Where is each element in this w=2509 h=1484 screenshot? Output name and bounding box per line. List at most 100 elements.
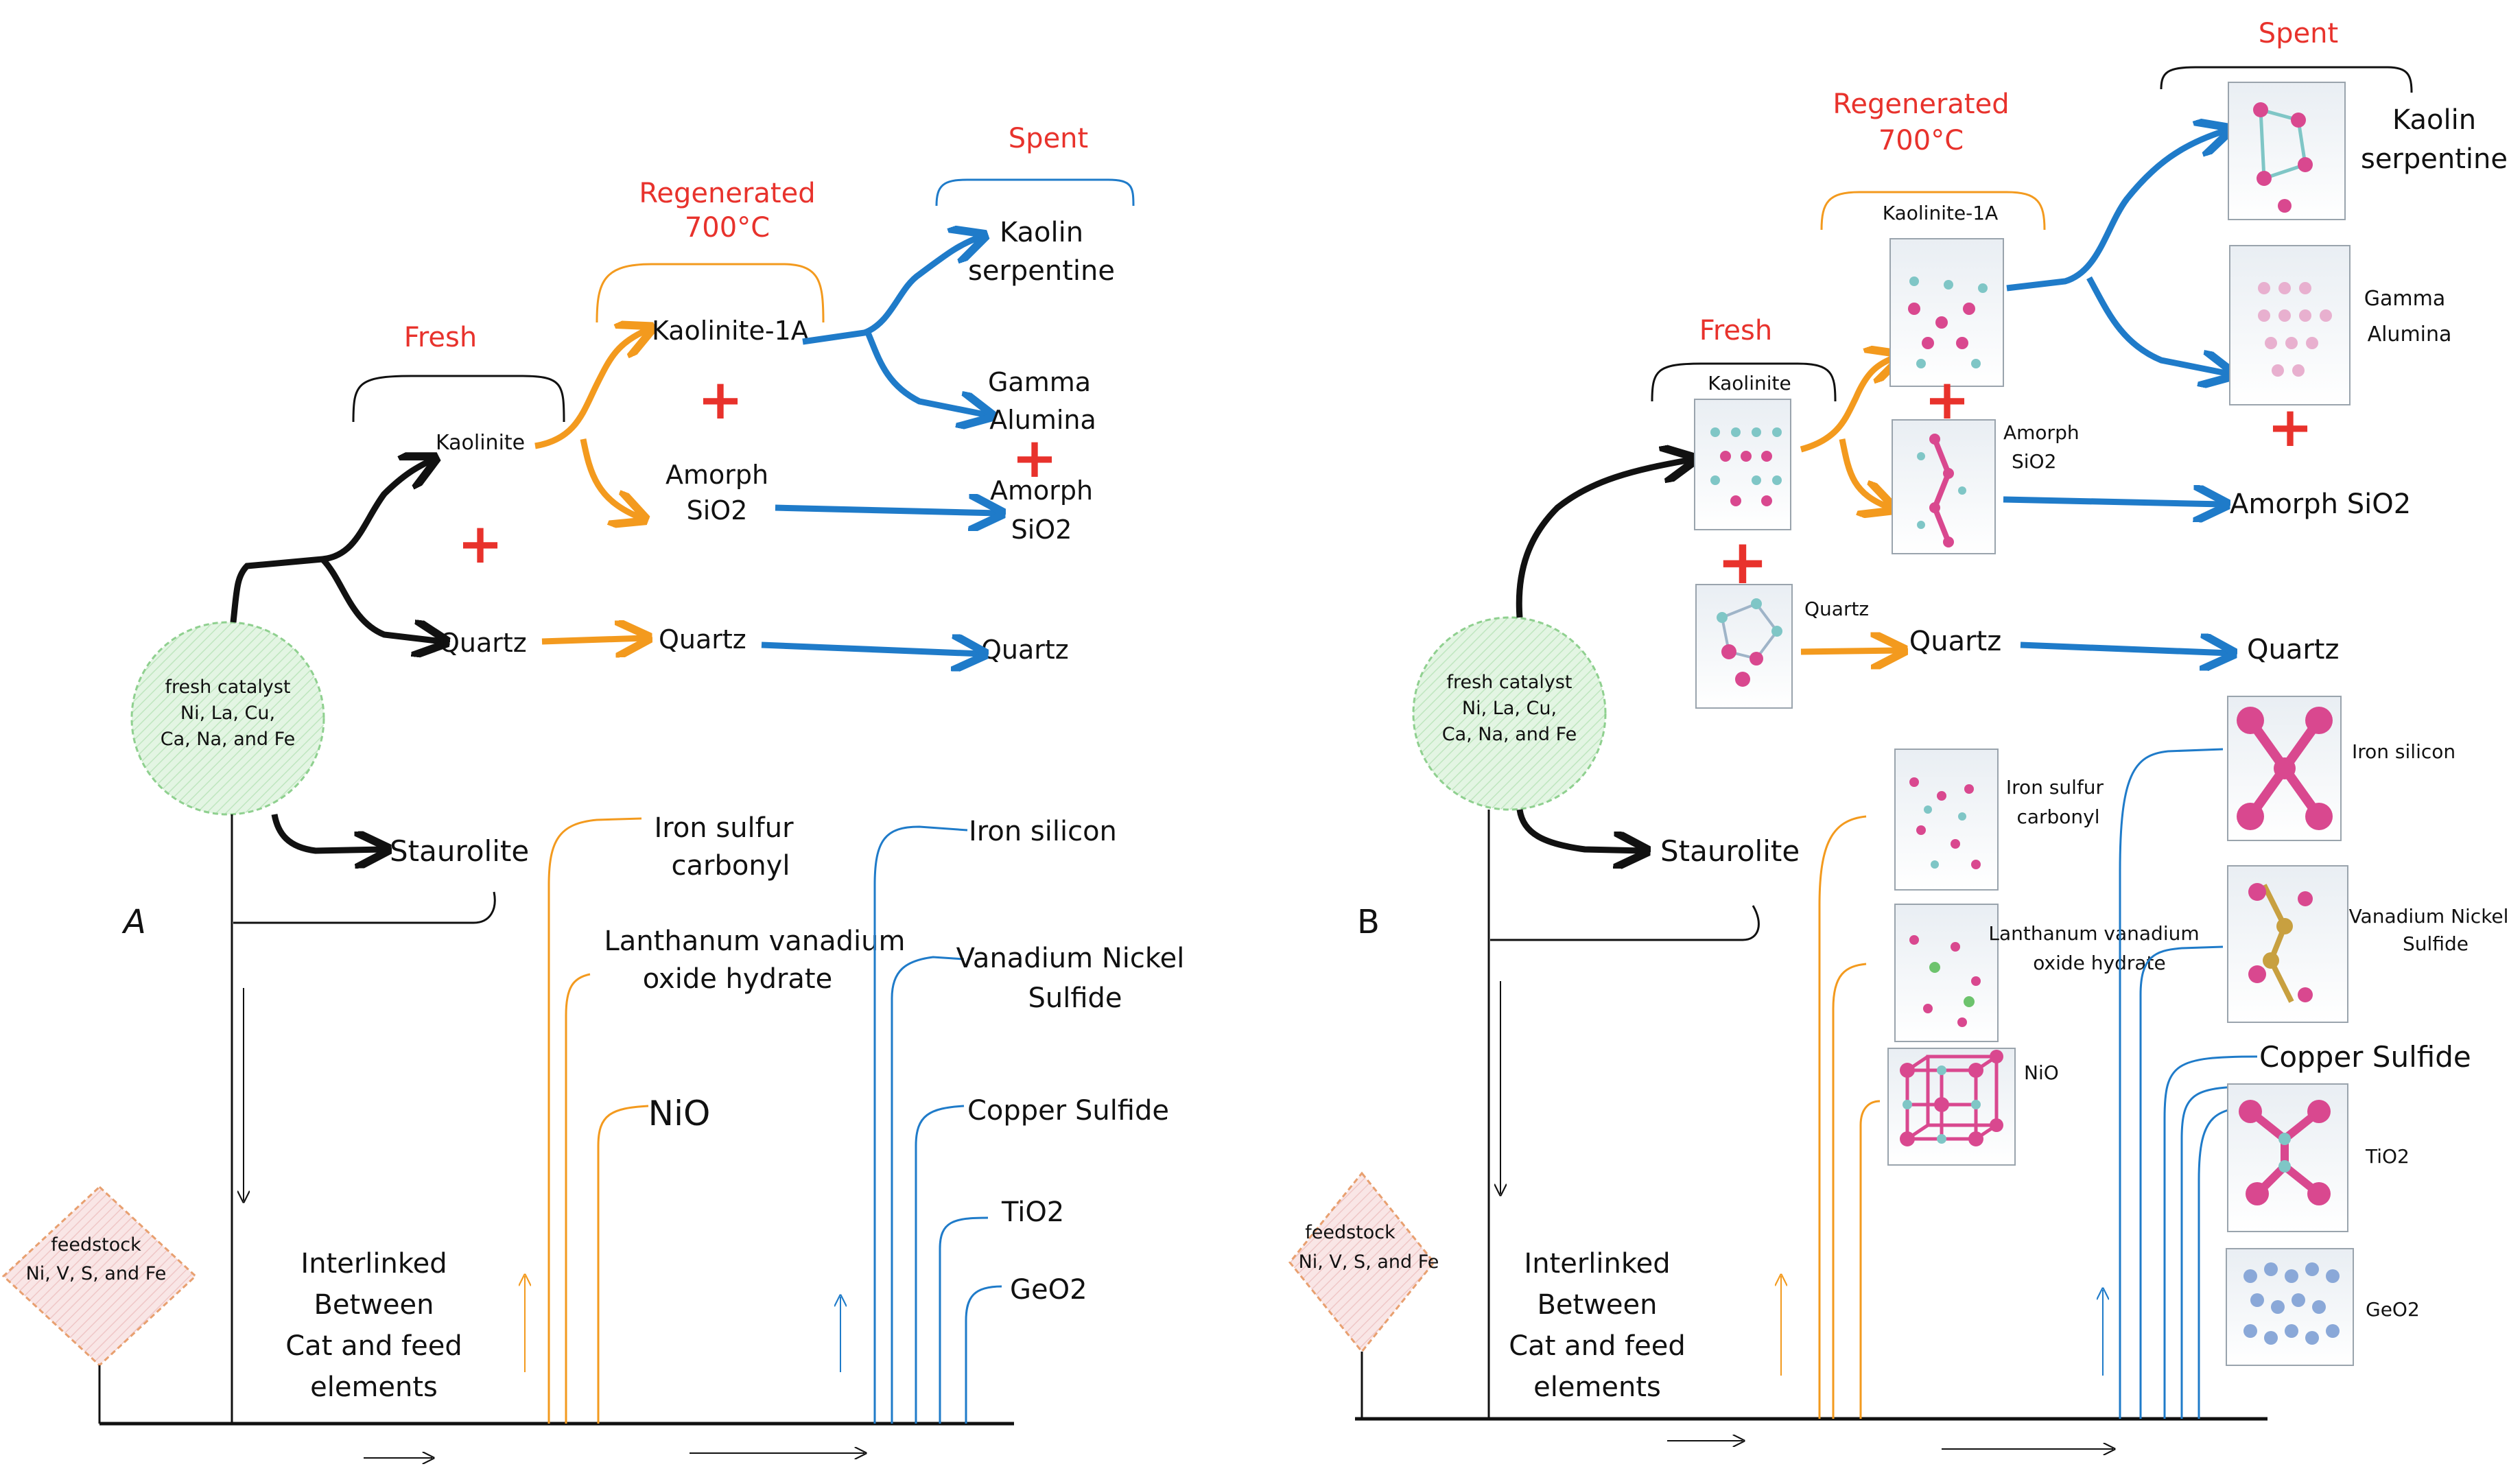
plus-sign: +	[697, 368, 743, 432]
panel-a: A Fresh Regenerated 700°C Spent fresh ca…	[1, 123, 1185, 1458]
amorph-spent-label-1: Amorph	[990, 475, 1093, 506]
kaolin-label-1: Kaolin	[2392, 104, 2476, 136]
stage-temperature-label: 700°C	[1878, 125, 1964, 156]
arrow-amorph-amorph	[775, 508, 998, 513]
lanthanum-label-1: Lanthanum vanadium	[604, 926, 906, 957]
plus-sign: +	[1011, 426, 1057, 490]
vanadium-label-1: Vanadium Nickel	[2349, 905, 2509, 928]
feedstock-line1: feedstock	[51, 1234, 141, 1256]
kaolinite-label: Kaolinite	[436, 431, 525, 455]
orange-line-nio	[597, 1105, 649, 1424]
fresh-catalyst-line3: Ca, Na, and Fe	[1442, 724, 1577, 745]
interlinked-line3: Cat and feed	[1509, 1330, 1686, 1362]
arrow-kaolinite1a-gamma	[2086, 276, 2230, 374]
stage-regenerated-label: Regenerated	[1833, 89, 2009, 120]
vanadium-label-2: Sulfide	[2403, 932, 2469, 955]
feedstock-line1: feedstock	[1305, 1222, 1395, 1243]
interlinked-line4: elements	[310, 1371, 438, 1403]
stage-spent-label: Spent	[2259, 18, 2338, 49]
arrow-catalyst-staurolite	[1516, 809, 1643, 851]
iron-sulfur-label-2: carbonyl	[672, 850, 790, 882]
amorph-label-2: SiO2	[2012, 450, 2056, 473]
blue-line-tio2	[939, 1216, 989, 1424]
amorph-label-1: Amorph	[665, 460, 768, 490]
orange-line-nio	[1859, 1100, 1881, 1419]
stage-temperature-label: 700°C	[685, 212, 770, 244]
arrow-kaolinite1a-kaolin	[2006, 130, 2226, 292]
kaolin-label-2: serpentine	[2361, 143, 2508, 175]
fresh-catalyst-line3: Ca, Na, and Fe	[161, 729, 296, 750]
blue-line-vanadium	[891, 956, 965, 1424]
kaolinite-1a-label: Kaolinite-1A	[652, 316, 809, 346]
blue-line-geo2	[965, 1285, 1002, 1424]
blue-line-copper	[915, 1105, 965, 1424]
geo2-structure-image	[2226, 1248, 2354, 1366]
arrow-catalyst-quartz	[320, 556, 443, 641]
quartz-spent-label: Quartz	[981, 635, 1069, 665]
gamma-alumina-structure-image	[2229, 245, 2351, 405]
geo2-label: GeO2	[2366, 1298, 2420, 1321]
quartz-fresh-label: Quartz	[439, 628, 527, 658]
arrow-kaolinite1a-kaolin	[802, 237, 981, 345]
quartz-regen-label: Quartz	[1909, 626, 2001, 657]
stage-fresh-label: Fresh	[1699, 315, 1772, 346]
nio-label: NiO	[648, 1094, 711, 1133]
quartz-spent-label: Quartz	[2247, 634, 2339, 666]
orange-line-lanthanum	[565, 973, 591, 1424]
interlinked-line2: Between	[1537, 1289, 1657, 1321]
staurolite-label: Staurolite	[1660, 834, 1800, 868]
iron-silicon-label: Iron silicon	[2352, 740, 2455, 763]
arrow-catalyst-staurolite	[271, 814, 384, 851]
arrow-kaolinite-kaolinite1a	[534, 329, 648, 449]
spent-bracket	[935, 178, 1135, 207]
vanadium-label-2: Sulfide	[1028, 982, 1122, 1014]
catalyst-bracket	[1490, 905, 1760, 941]
feedstock-line2: Ni, V, S, and Fe	[1299, 1251, 1439, 1273]
gamma-label-2: Alumina	[989, 405, 1096, 435]
stage-fresh-label: Fresh	[404, 322, 477, 353]
amorph-spent-label-2: SiO2	[1011, 515, 1072, 545]
blue-line-iron-silicon	[2119, 748, 2224, 1419]
geo2-label: GeO2	[1010, 1274, 1087, 1306]
iron-sulfur-structure-image	[1894, 749, 1999, 891]
arrow-catalyst-kaolinite	[230, 460, 432, 623]
copper-sulfide-label: Copper Sulfide	[967, 1095, 1169, 1127]
quartz-structure-image	[1695, 584, 1793, 709]
catalyst-bracket	[233, 891, 496, 924]
panel-a-label: A	[121, 903, 146, 941]
fresh-catalyst-node	[130, 621, 325, 816]
arrow-quartz-quartz-blue	[761, 645, 981, 654]
iron-sulfur-label-2: carbonyl	[2016, 805, 2099, 828]
staurolite-label: Staurolite	[390, 834, 529, 868]
kaolin-label-1: Kaolin	[1000, 217, 1083, 248]
lanthanum-label-1: Lanthanum vanadium	[1988, 922, 2199, 945]
orange-line-lanthanum	[1832, 963, 1867, 1419]
vanadium-nickel-structure-image	[2227, 865, 2348, 1023]
orange-line-iron-sulfur	[547, 817, 642, 1424]
iron-silicon-structure-image	[2227, 696, 2342, 841]
amorph-label-1: Amorph	[2003, 421, 2080, 444]
kaolinite-1a-label: Kaolinite-1A	[1883, 202, 1999, 224]
arrow-quartz-quartz-orange	[1800, 650, 1900, 652]
interlinked-line1: Interlinked	[301, 1248, 447, 1280]
interlinked-line1: Interlinked	[1524, 1248, 1670, 1280]
iron-silicon-label: Iron silicon	[969, 816, 1117, 847]
arrow-quartz-quartz-orange	[541, 638, 645, 641]
fresh-bracket	[352, 375, 565, 423]
fresh-catalyst-line1: fresh catalyst	[1446, 672, 1572, 693]
interlinked-line3: Cat and feed	[285, 1330, 462, 1362]
amorph-spent-label: Amorph SiO2	[2230, 488, 2411, 520]
iron-sulfur-label-1: Iron sulfur	[2006, 776, 2104, 799]
arrow-amorph-amorph	[2003, 499, 2223, 504]
quartz-fresh-label: Quartz	[1804, 598, 1869, 620]
feedstock-node	[1288, 1171, 1435, 1354]
vanadium-label-1: Vanadium Nickel	[956, 943, 1185, 974]
lanthanum-label-2: oxide hydrate	[2033, 952, 2165, 974]
fresh-catalyst-line2: Ni, La, Cu,	[1462, 698, 1557, 719]
regenerated-bracket	[596, 263, 825, 323]
quartz-regen-label: Quartz	[659, 624, 746, 655]
panel-b-label: B	[1357, 903, 1380, 941]
arrow-kaolinite-kaolinite1a	[1800, 357, 1897, 453]
kaolin-serpentine-structure-image	[2228, 82, 2346, 220]
